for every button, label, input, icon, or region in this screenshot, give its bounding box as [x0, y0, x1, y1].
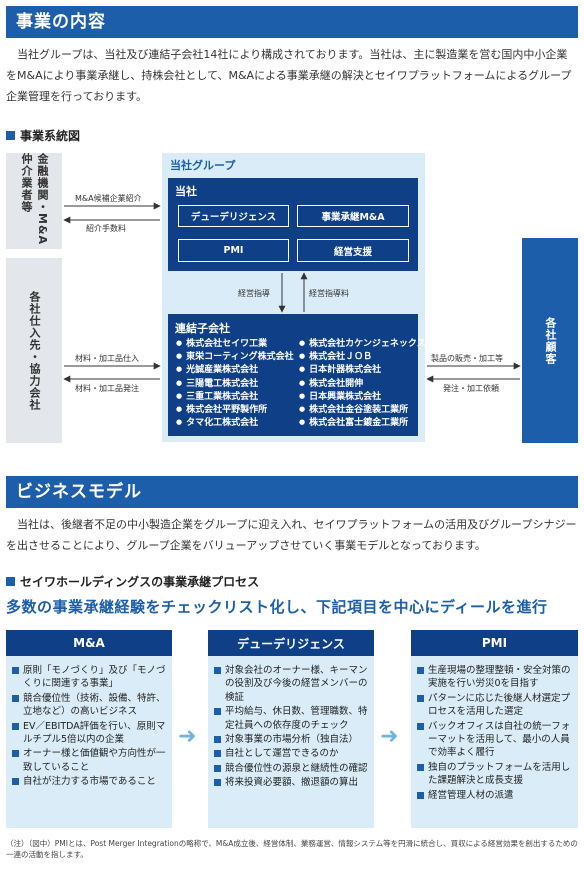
list-item: 平均給与、休日数、管理職数、特定社員への依存度のチェック — [214, 705, 368, 732]
list-item: 対象会社のオーナー様、キーマンの役割及び今後の経営メンバーの検証 — [214, 664, 368, 704]
label-intro-fee: 紹介手数料 — [86, 224, 126, 233]
label-product-sales: 製品の販売・加工等 — [431, 354, 503, 363]
process-head-pmi: PMI — [411, 630, 578, 656]
square-bullet-icon — [6, 131, 15, 140]
list-item: 自社として運営できるのか — [214, 747, 368, 760]
business-description: 当社グループは、当社及び連結子会社14社により構成されております。当社は、主に製… — [6, 48, 572, 103]
process-head-dd: デューデリジェンス — [208, 630, 374, 656]
chevron-right-icon: ➜ — [178, 724, 197, 749]
due-diligence-box: デューデリジェンス — [178, 205, 289, 227]
financial-institutions-box: 金融機関・M&A仲介業者等 — [6, 153, 62, 249]
list-item: 東栄コーティング株式会社 — [176, 351, 293, 364]
process-title: 多数の事業承継経験をチェックリスト化し、下記項目を中心にディールを進行 — [6, 598, 548, 616]
list-item: オーナー様と価値観や方向性が一致していること — [12, 747, 166, 774]
subsidiaries-list-left: 株式会社セイワ工業 東栄コーティング株式会社 光誠産業株式会社 三陽電工株式会社… — [176, 338, 294, 430]
list-item: 株式会社平野製作所 — [176, 404, 294, 417]
list-item: 株式会社ＪＯＢ — [299, 351, 426, 364]
list-item: 株式会社金谷塗装工業所 — [299, 404, 426, 417]
label-ma-intro: M&A候補企業紹介 — [75, 194, 142, 203]
diagram-heading-text: 事業系統図 — [20, 129, 81, 143]
subsidiaries-list-right: 株式会社カケンジェネックス 株式会社ＪＯＢ 日本計器株式会社 株式会社開伸 日本… — [299, 338, 426, 430]
list-item: バックオフィスは自社の統一フォーマットを活用して、最小の人員で効率よく履行 — [417, 720, 572, 760]
process-box-dd: 対象会社のオーナー様、キーマンの役割及び今後の経営メンバーの検証 平均給与、休日… — [208, 656, 374, 828]
list-item: EV／EBITDA評価を行い、原則マルチプル5倍以内の企業 — [12, 720, 166, 747]
label-mgmt-fee: 経営指導料 — [309, 289, 349, 298]
list-item: 生産現場の整理整頓・安全対策の実施を行い労災0を目指す — [417, 664, 572, 691]
list-item: 競合優位性の源泉と継続性の確認 — [214, 762, 368, 775]
pmi-box: PMI — [178, 239, 289, 262]
section-title-business-model: ビジネスモデル — [6, 476, 578, 508]
process-heading: セイワホールディングスの事業承継プロセス — [6, 573, 259, 590]
list-item: 株式会社富士鍍金工業所 — [299, 417, 426, 430]
process-head-ma: M&A — [6, 630, 172, 656]
process-box-ma: 原則「モノづくり」及び「モノづくりに関連する事業」 競合優位性（技術、設備、特許… — [6, 656, 172, 828]
process-heading-text: セイワホールディングスの事業承継プロセス — [20, 575, 260, 589]
customers-box: 各社顧客 — [522, 238, 578, 443]
label-materials-purchase: 材料・加工品仕入 — [75, 354, 139, 363]
list-item: 三重工業株式会社 — [176, 391, 294, 404]
subsidiaries-label: 連結子会社 — [175, 322, 230, 335]
list-item: 原則「モノづくり」及び「モノづくりに関連する事業」 — [12, 664, 166, 691]
management-support-box: 経営支援 — [297, 239, 409, 262]
label-order-processing: 発注・加工依頼 — [443, 384, 499, 393]
suppliers-label: 各社仕入先・協力会社 — [28, 290, 41, 411]
list-item: タマ化工株式会社 — [176, 417, 294, 430]
list-item: 日本興業株式会社 — [299, 391, 426, 404]
customers-label: 各社顧客 — [544, 316, 557, 365]
list-item: 競合優位性（技術、設備、特許、立地など）の高いビジネス — [12, 692, 166, 719]
label-mgmt-guidance: 経営指導 — [238, 289, 270, 298]
list-item: 株式会社カケンジェネックス — [299, 338, 425, 351]
list-item: パターンに応じた後継人材選定プロセスを活用した選定 — [417, 692, 572, 719]
list-item: 日本計器株式会社 — [299, 364, 426, 377]
chevron-right-icon: ➜ — [380, 724, 399, 749]
list-item: 将来投資必要額、撤退額の算出 — [214, 776, 368, 789]
list-item: 独自のプラットフォームを活用した課題解決と成長支援 — [417, 761, 572, 788]
financial-institutions-label: 金融機関・M&A仲介業者等 — [20, 153, 49, 246]
list-item: 株式会社開伸 — [299, 378, 426, 391]
square-bullet-icon — [6, 577, 15, 586]
list-item: 株式会社セイワ工業 — [176, 338, 294, 351]
list-item: 経営管理人材の派遣 — [417, 789, 572, 802]
list-item: 対象事業の市場分析（独自法） — [214, 733, 368, 746]
company-label: 当社 — [175, 185, 197, 198]
suppliers-box: 各社仕入先・協力会社 — [6, 258, 62, 443]
ma-box: 事業承継M&A — [297, 205, 409, 227]
footnote: （注）（図中）PMIとは、Post Merger Integrationの略称で… — [6, 839, 578, 859]
label-materials-order: 材料・加工品発注 — [75, 384, 139, 393]
business-model-description: 当社は、後継者不足の中小製造企業をグループに迎え入れ、セイワプラットフォームの活… — [6, 518, 577, 552]
list-item: 三陽電工株式会社 — [176, 378, 294, 391]
section-title-business: 事業の内容 — [6, 6, 578, 38]
list-item: 光誠産業株式会社 — [176, 364, 294, 377]
list-item: 自社が注力する市場であること — [12, 775, 166, 788]
group-label: 当社グループ — [170, 159, 236, 172]
diagram-heading: 事業系統図 — [6, 127, 80, 144]
process-box-pmi: 生産現場の整理整頓・安全対策の実施を行い労災0を目指す パターンに応じた後継人材… — [411, 656, 578, 828]
